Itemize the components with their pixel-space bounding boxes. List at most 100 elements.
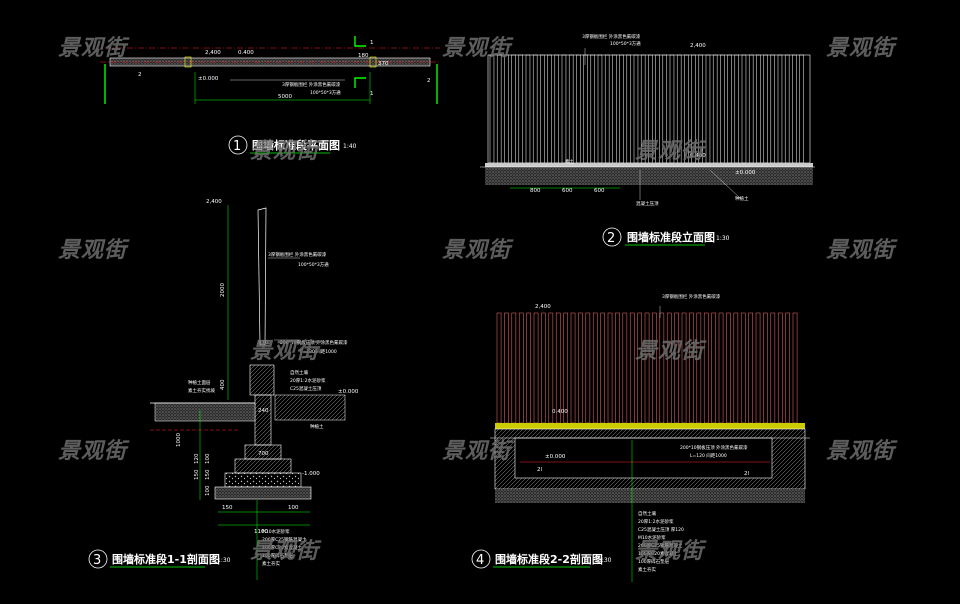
section11-level: -1.000 xyxy=(302,471,320,477)
fence-bar xyxy=(570,312,576,424)
section11-note: 种植土面层 xyxy=(188,379,211,386)
fence-bar xyxy=(799,54,804,164)
view-title: 围墙标准段2-2剖面图 xyxy=(495,552,603,566)
fence-bar xyxy=(666,312,672,424)
elevation-leader xyxy=(709,169,741,199)
fence-bar xyxy=(763,54,768,164)
fence-bar xyxy=(705,54,711,164)
section22-mark: 2l xyxy=(537,467,542,473)
fence-bar xyxy=(590,54,596,164)
section11-ground-right xyxy=(274,394,346,421)
watermark-text: 景观街 xyxy=(250,139,322,164)
section11-dim: 150 xyxy=(205,469,211,480)
view-scale: 1:30 xyxy=(598,557,612,564)
fence-bar xyxy=(583,54,588,164)
section22-base xyxy=(495,489,805,503)
watermark-text: 景观街 xyxy=(250,539,322,564)
fence-bar xyxy=(659,312,665,424)
view-number-circle xyxy=(228,135,248,155)
section11-upper-wall xyxy=(249,364,275,396)
section22-note: 3厚钢板围栏 外涂黑色氟碳漆 xyxy=(662,293,721,300)
fence-bar xyxy=(526,312,531,424)
section11-note: 100厚碎石垫层 xyxy=(262,552,294,559)
fence-bar xyxy=(777,54,783,164)
watermark-text: 景观街 xyxy=(635,539,707,564)
elevation-level: ±0.000 xyxy=(735,170,756,176)
section11-note: C25混凝土压顶 xyxy=(290,385,322,392)
view-scale: 1:30 xyxy=(217,557,231,564)
watermarks: 景观街 景观街 景观街 景观街 景观街 景观街 景观街 景观街 景观街 景观街 … xyxy=(58,36,898,564)
fence-bar xyxy=(644,312,650,424)
section11-note: 200*10钢板压顶 外涂黑色氟碳漆 xyxy=(280,339,348,346)
section22-note: 素土夯实 xyxy=(638,566,656,573)
section11-dim: 700 xyxy=(258,451,269,457)
fence-bar xyxy=(576,54,581,164)
fence-bar xyxy=(511,54,516,164)
view-scale: 1:30 xyxy=(716,235,730,242)
fence-bar xyxy=(763,312,768,424)
section11-dim: 120 xyxy=(194,453,200,464)
watermark-text: 景观街 xyxy=(58,439,130,464)
view-title: 围墙标准段平面图 xyxy=(252,138,340,152)
fence-bar xyxy=(711,312,716,424)
fence-bar xyxy=(622,312,628,424)
view-number-circle xyxy=(602,227,622,247)
section11-dim: 1000 xyxy=(176,433,182,447)
view-title-2: 2 围墙标准段立面图 1:30 xyxy=(602,227,730,247)
fence-bar xyxy=(554,54,560,164)
elevation-dim: 600 xyxy=(562,188,573,194)
fence-bar xyxy=(712,54,718,164)
fence-bar xyxy=(785,312,790,424)
section11-dim: 400 xyxy=(220,379,226,390)
fence-bar xyxy=(755,312,761,424)
plan-mark-2-right: 2 xyxy=(427,78,431,84)
view-plan: 2,400 0.400 180 5000 ±0.000 2 2 1 1 370 … xyxy=(100,36,440,104)
watermark-text: 景观街 xyxy=(635,339,707,364)
fence-bar xyxy=(792,312,798,424)
fence-bar xyxy=(561,54,567,164)
section11-wall xyxy=(254,394,272,446)
plan-level: ±0.000 xyxy=(198,76,219,82)
section11-note: L=120 间距1000 xyxy=(300,348,337,355)
fence-bar xyxy=(748,312,753,424)
plan-dim-2400: 2,400 xyxy=(205,50,221,56)
elevation-coping xyxy=(485,163,813,167)
section11-footing-4 xyxy=(214,486,312,500)
fence-bar xyxy=(585,312,591,424)
section22-void xyxy=(514,437,773,479)
view-elevation: 3厚钢板围栏 外涂黑色氟碳漆 100*50*3方通 2,400 0.400 ±0… xyxy=(480,33,815,207)
fence-bar xyxy=(784,54,790,164)
fence-bar xyxy=(511,312,517,424)
elevation-note: 混凝土压顶 xyxy=(636,200,659,207)
watermark-text: 景观街 xyxy=(442,238,514,263)
fence-bar xyxy=(532,54,538,164)
plan-mark-370: 370 xyxy=(378,61,389,67)
elevation-note: 素土 xyxy=(565,158,574,165)
section22-note: 100厚碎石垫层 xyxy=(638,558,670,565)
section11-dim: 2000 xyxy=(220,283,226,297)
section11-dim: 240 xyxy=(258,408,269,414)
fence-bar xyxy=(756,54,761,164)
fence-bar xyxy=(555,312,561,424)
fence-bar xyxy=(612,54,617,164)
fence-bar xyxy=(578,312,583,424)
fence-bar xyxy=(518,54,524,164)
section22-note: C25混凝土压顶 厚120 xyxy=(638,526,684,533)
section22-level: ±0.000 xyxy=(545,454,566,460)
view-number-circle xyxy=(471,549,491,569)
fence-bar xyxy=(533,312,539,424)
section22-note: M10水泥砂浆 xyxy=(638,534,666,541)
plan-dim-180: 180 xyxy=(358,53,369,59)
plan-dim-5000: 5000 xyxy=(278,94,292,100)
watermark-text: 景观街 xyxy=(826,439,898,464)
section11-note: 素土夯实找坡 xyxy=(188,387,215,394)
plan-section-marker xyxy=(354,36,366,88)
section11-footing-3 xyxy=(224,472,302,488)
section11-dim: 100 xyxy=(205,453,211,464)
fence-bar xyxy=(563,312,568,424)
section11-note: 100厚C20素混凝土 xyxy=(262,544,302,551)
fence-bar xyxy=(674,312,679,424)
fence-bar xyxy=(703,312,709,424)
fence-bar xyxy=(748,54,754,164)
fence-bar xyxy=(615,312,620,424)
